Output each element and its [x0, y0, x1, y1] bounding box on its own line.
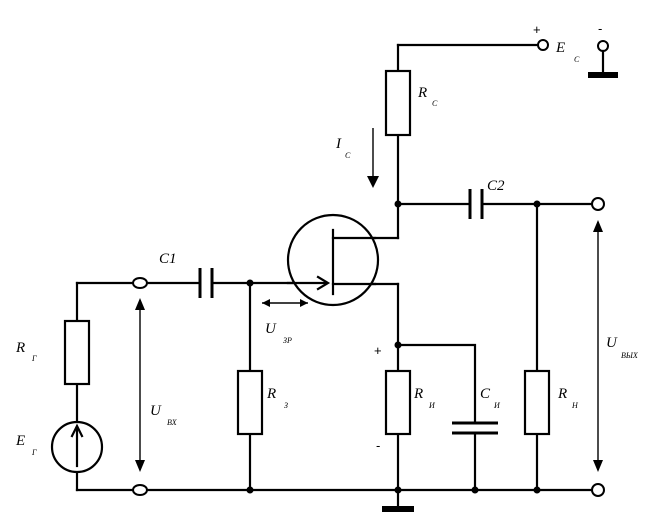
label-rg: R — [15, 340, 25, 356]
capacitor-c2 — [468, 189, 484, 219]
resistor-rc — [384, 69, 412, 137]
capacitor-ci — [452, 421, 498, 435]
terminal-input-bottom — [132, 484, 148, 496]
label-rc: R — [417, 85, 427, 101]
label-ri-sub: И — [428, 401, 436, 410]
resistor-rn — [523, 369, 551, 436]
label-eg-sub: Г — [31, 448, 37, 457]
label-rz: R — [266, 386, 276, 402]
voltage-source-eg — [50, 420, 104, 474]
junction-dots — [246, 200, 541, 494]
label-rc-sub: C — [432, 99, 438, 108]
resistor-rg — [63, 319, 91, 386]
label-ec-sub: C — [574, 55, 580, 64]
terminal-output-bottom — [591, 483, 605, 497]
terminal-input-top — [132, 277, 148, 289]
terminal-ec-plus — [537, 39, 549, 51]
sign-ec-minus: - — [598, 21, 602, 36]
label-ci: C — [480, 386, 491, 402]
label-c2: C2 — [487, 178, 505, 194]
label-uvx-sub: ВХ — [167, 418, 178, 427]
label-eg: E — [15, 433, 25, 449]
resistor-ri — [384, 369, 412, 436]
arrow-uzr — [262, 299, 308, 307]
arrow-ic — [367, 128, 379, 188]
label-c1: C1 — [159, 251, 177, 267]
ground-symbol-ec — [588, 40, 618, 78]
sign-ec-plus: + — [533, 22, 541, 37]
label-rn: R — [557, 386, 567, 402]
wire-to-ci — [396, 343, 477, 425]
capacitor-c1 — [198, 268, 214, 298]
label-uzr-sub: ЗР — [283, 336, 292, 345]
resistor-rz — [236, 369, 264, 436]
label-uzr: U — [265, 321, 277, 337]
label-ic: I — [335, 136, 342, 152]
arrow-uvyx — [593, 220, 603, 472]
transistor-jfet — [286, 213, 380, 307]
sign-ri-plus: + — [374, 343, 382, 358]
label-uvyx-sub: ВЫХ — [621, 351, 639, 360]
label-uvx: U — [150, 403, 162, 419]
ground-symbol-bottom — [382, 506, 414, 512]
terminal-output-top — [591, 197, 605, 211]
label-ri: R — [413, 386, 423, 402]
label-ic-sub: C — [345, 151, 351, 160]
label-uvyx: U — [606, 335, 618, 351]
wires — [75, 43, 594, 509]
label-ec: E — [555, 40, 565, 56]
sign-ri-minus: - — [376, 438, 380, 453]
arrow-uvx — [135, 298, 145, 472]
label-rz-sub: З — [284, 401, 288, 410]
label-rg-sub: Г — [31, 354, 37, 363]
label-rn-sub: Н — [571, 401, 579, 410]
label-ci-sub: И — [493, 401, 501, 410]
